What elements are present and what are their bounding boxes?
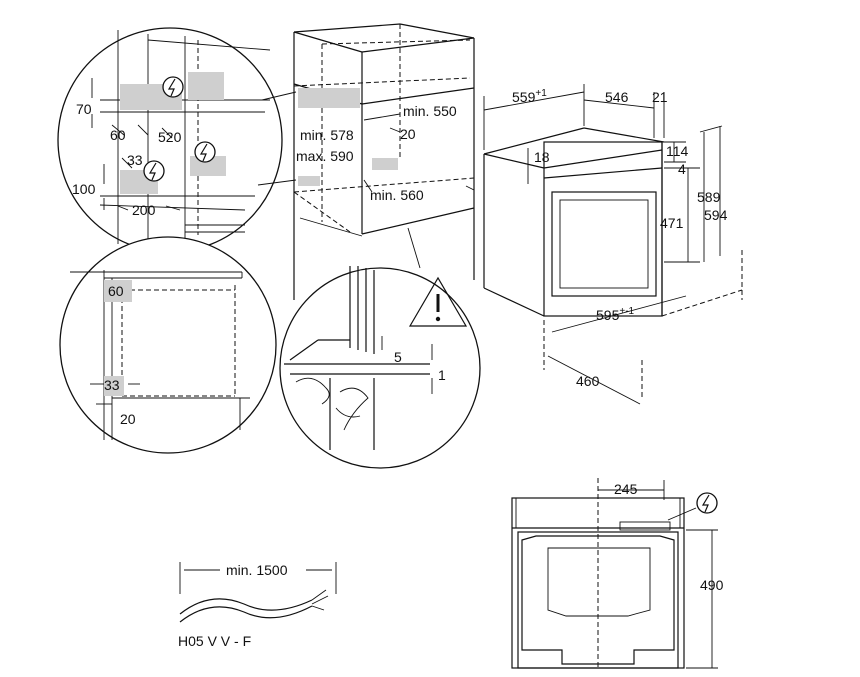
dim-471: 471 [660,215,684,231]
dim-100: 100 [72,181,96,197]
detail-circle-top: 70 60 520 33 100 200 [57,27,283,253]
cable-min-length: min. 1500 [226,562,288,578]
oven-front-view: 245 490 [511,478,724,669]
dim-60: 60 [110,127,126,143]
detail-circle-bottom: 5 1 [279,227,481,469]
warning-triangle-icon [408,276,468,327]
dim-21: 21 [652,89,668,105]
cable-type-label: H05 V V - F [178,633,251,649]
dim-460: 460 [576,373,600,389]
electric-hazard-icon [194,141,216,163]
dim-min-578: min. 578 [300,127,354,143]
dim-20-side: 20 [120,411,136,427]
dim-520: 520 [158,129,182,145]
detail-circle-side: 60 33 20 [59,236,277,454]
dim-60-side: 60 [108,283,124,299]
dim-max-590: max. 590 [296,148,354,164]
dim-min-560: min. 560 [370,187,424,203]
dim-490: 490 [700,577,724,593]
dim-200: 200 [132,202,156,218]
dim-595: 595+-1 [596,306,635,323]
dim-33: 33 [127,152,143,168]
dim-1: 1 [438,367,446,383]
cabinet-drawing: min. 578 max. 590 min. 550 20 min. 560 [293,23,475,300]
electric-hazard-icon [143,160,165,182]
dim-18: 18 [534,149,550,165]
cable-drawing: min. 1500 H05 V V - F [178,562,337,649]
dim-70: 70 [76,101,92,117]
dim-5: 5 [394,349,402,365]
electric-hazard-icon [162,76,184,98]
dim-114: 114 [666,143,689,159]
electric-hazard-icon [696,492,718,514]
dim-245: 245 [614,481,638,497]
oven-drawing: 559+1 546 21 18 114 4 589 594 471 595+-1… [483,84,743,405]
dim-589: 589 [697,189,721,205]
dim-min-550: min. 550 [403,103,457,119]
dim-559: 559+1 [512,88,547,105]
dim-546: 546 [605,89,629,105]
dim-33-side: 33 [104,377,120,393]
dim-594: 594 [704,207,728,223]
dim-20-cab: 20 [400,126,416,142]
dim-4: 4 [678,161,686,177]
